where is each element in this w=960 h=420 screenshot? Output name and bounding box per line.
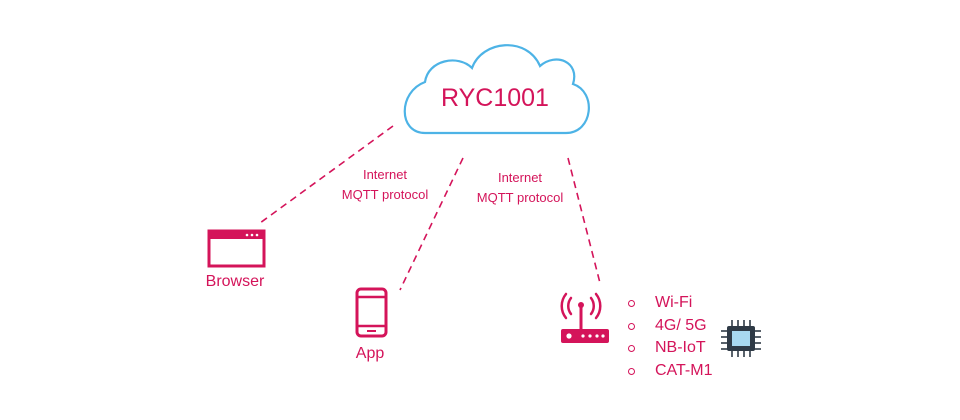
connection-protocol-internet: Internet xyxy=(362,167,408,182)
gateway-feature-list: Wi-Fi 4G/ 5G NB-IoT CAT-M1 xyxy=(628,292,712,382)
bullet-icon xyxy=(628,300,635,308)
connection-label-browser: Internet MQTT protocol xyxy=(320,165,450,205)
cloud-icon xyxy=(403,44,590,135)
bullet-icon xyxy=(628,367,635,375)
feature-label: 4G/ 5G xyxy=(655,316,707,334)
app-label: App xyxy=(355,345,385,362)
connection-protocol-mqtt: MQTT protocol xyxy=(341,187,429,202)
list-item: Wi-Fi xyxy=(628,292,712,315)
connector-cloud-browser xyxy=(259,125,394,224)
feature-label: Wi-Fi xyxy=(655,294,693,311)
connector-cloud-app xyxy=(399,157,464,291)
list-item: NB-IoT xyxy=(628,337,712,360)
bullet-icon xyxy=(628,322,635,330)
chip-icon xyxy=(721,320,761,357)
list-item: CAT-M1 xyxy=(628,360,712,383)
connector-cloud-gateway xyxy=(567,157,601,284)
browser-window-icon xyxy=(207,229,266,268)
connection-protocol-internet: Internet xyxy=(497,170,543,185)
browser-label: Browser xyxy=(205,273,265,290)
list-item: 4G/ 5G xyxy=(628,315,712,338)
connection-protocol-mqtt: MQTT protocol xyxy=(476,190,564,205)
cloud-label: RYC1001 xyxy=(441,84,549,112)
feature-label: NB-IoT xyxy=(655,339,706,356)
router-icon xyxy=(560,292,609,343)
connection-label-gateway: Internet MQTT protocol xyxy=(455,168,585,208)
feature-label: CAT-M1 xyxy=(655,361,713,379)
bullet-icon xyxy=(628,345,635,353)
smartphone-icon xyxy=(355,287,388,338)
